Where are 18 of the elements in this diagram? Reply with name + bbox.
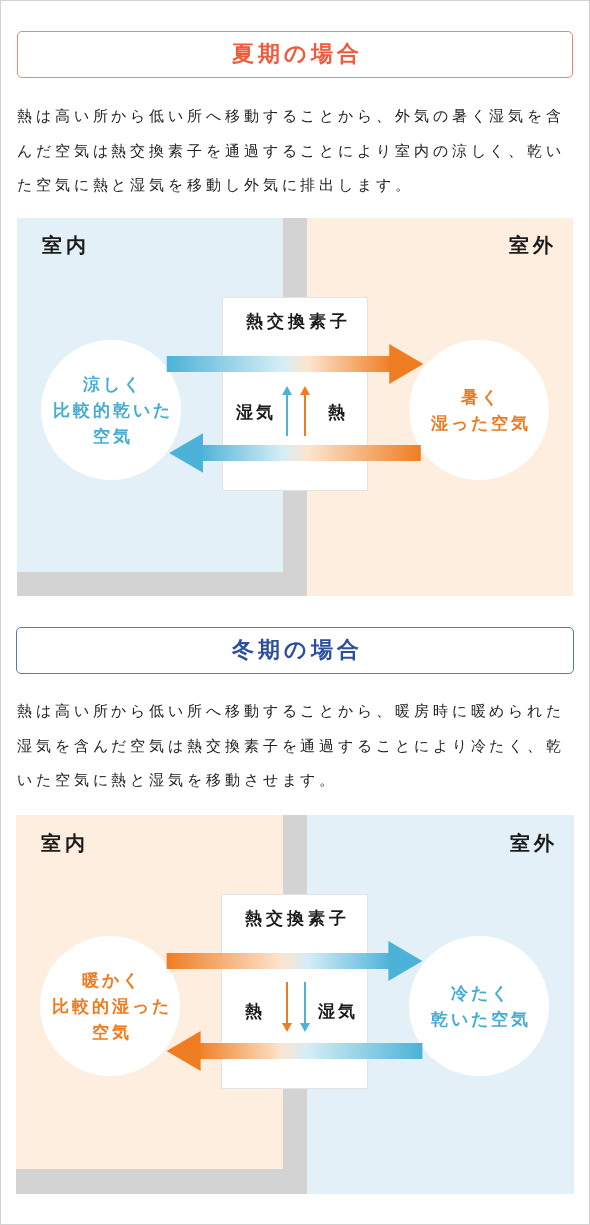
heading-box: 夏期の場合 (17, 31, 573, 78)
paragraph: 熱は高い所から低い所へ移動することから、暖房時に暖められた湿気を含んだ空気は熱交換素子を通過することにより冷たく、乾いた空気に熱と湿気を移動させます。 (17, 701, 567, 791)
area-label: 室内 (41, 830, 89, 856)
box-title: 熱交換素子 (245, 311, 351, 333)
text-circle: 涼しく比較的乾いた空気 (41, 340, 181, 480)
arrow-label: 熱 (245, 1000, 265, 1023)
area-label: 室外 (509, 232, 557, 258)
area-label: 室内 (42, 232, 90, 258)
heading-box: 冬期の場合 (16, 627, 574, 674)
area-label: 室外 (510, 830, 558, 856)
text-circle: 冷たく乾いた空気 (409, 936, 549, 1076)
text-circle: 暑く湿った空気 (409, 340, 549, 480)
arrow-label: 湿気 (317, 1000, 358, 1023)
text-circle: 暖かく比較的湿った空気 (40, 936, 180, 1076)
arrow-label: 熱 (328, 401, 348, 424)
paragraph: 熱は高い所から低い所へ移動することから、外気の暑く湿気を含んだ空気は熱交換素子を通過することにより室内の涼しく、乾いた空気に熱と湿気を移動し外気に排出します。 (17, 106, 567, 196)
arrow-label: 湿気 (236, 401, 276, 424)
box-title: 熱交換素子 (245, 908, 350, 930)
